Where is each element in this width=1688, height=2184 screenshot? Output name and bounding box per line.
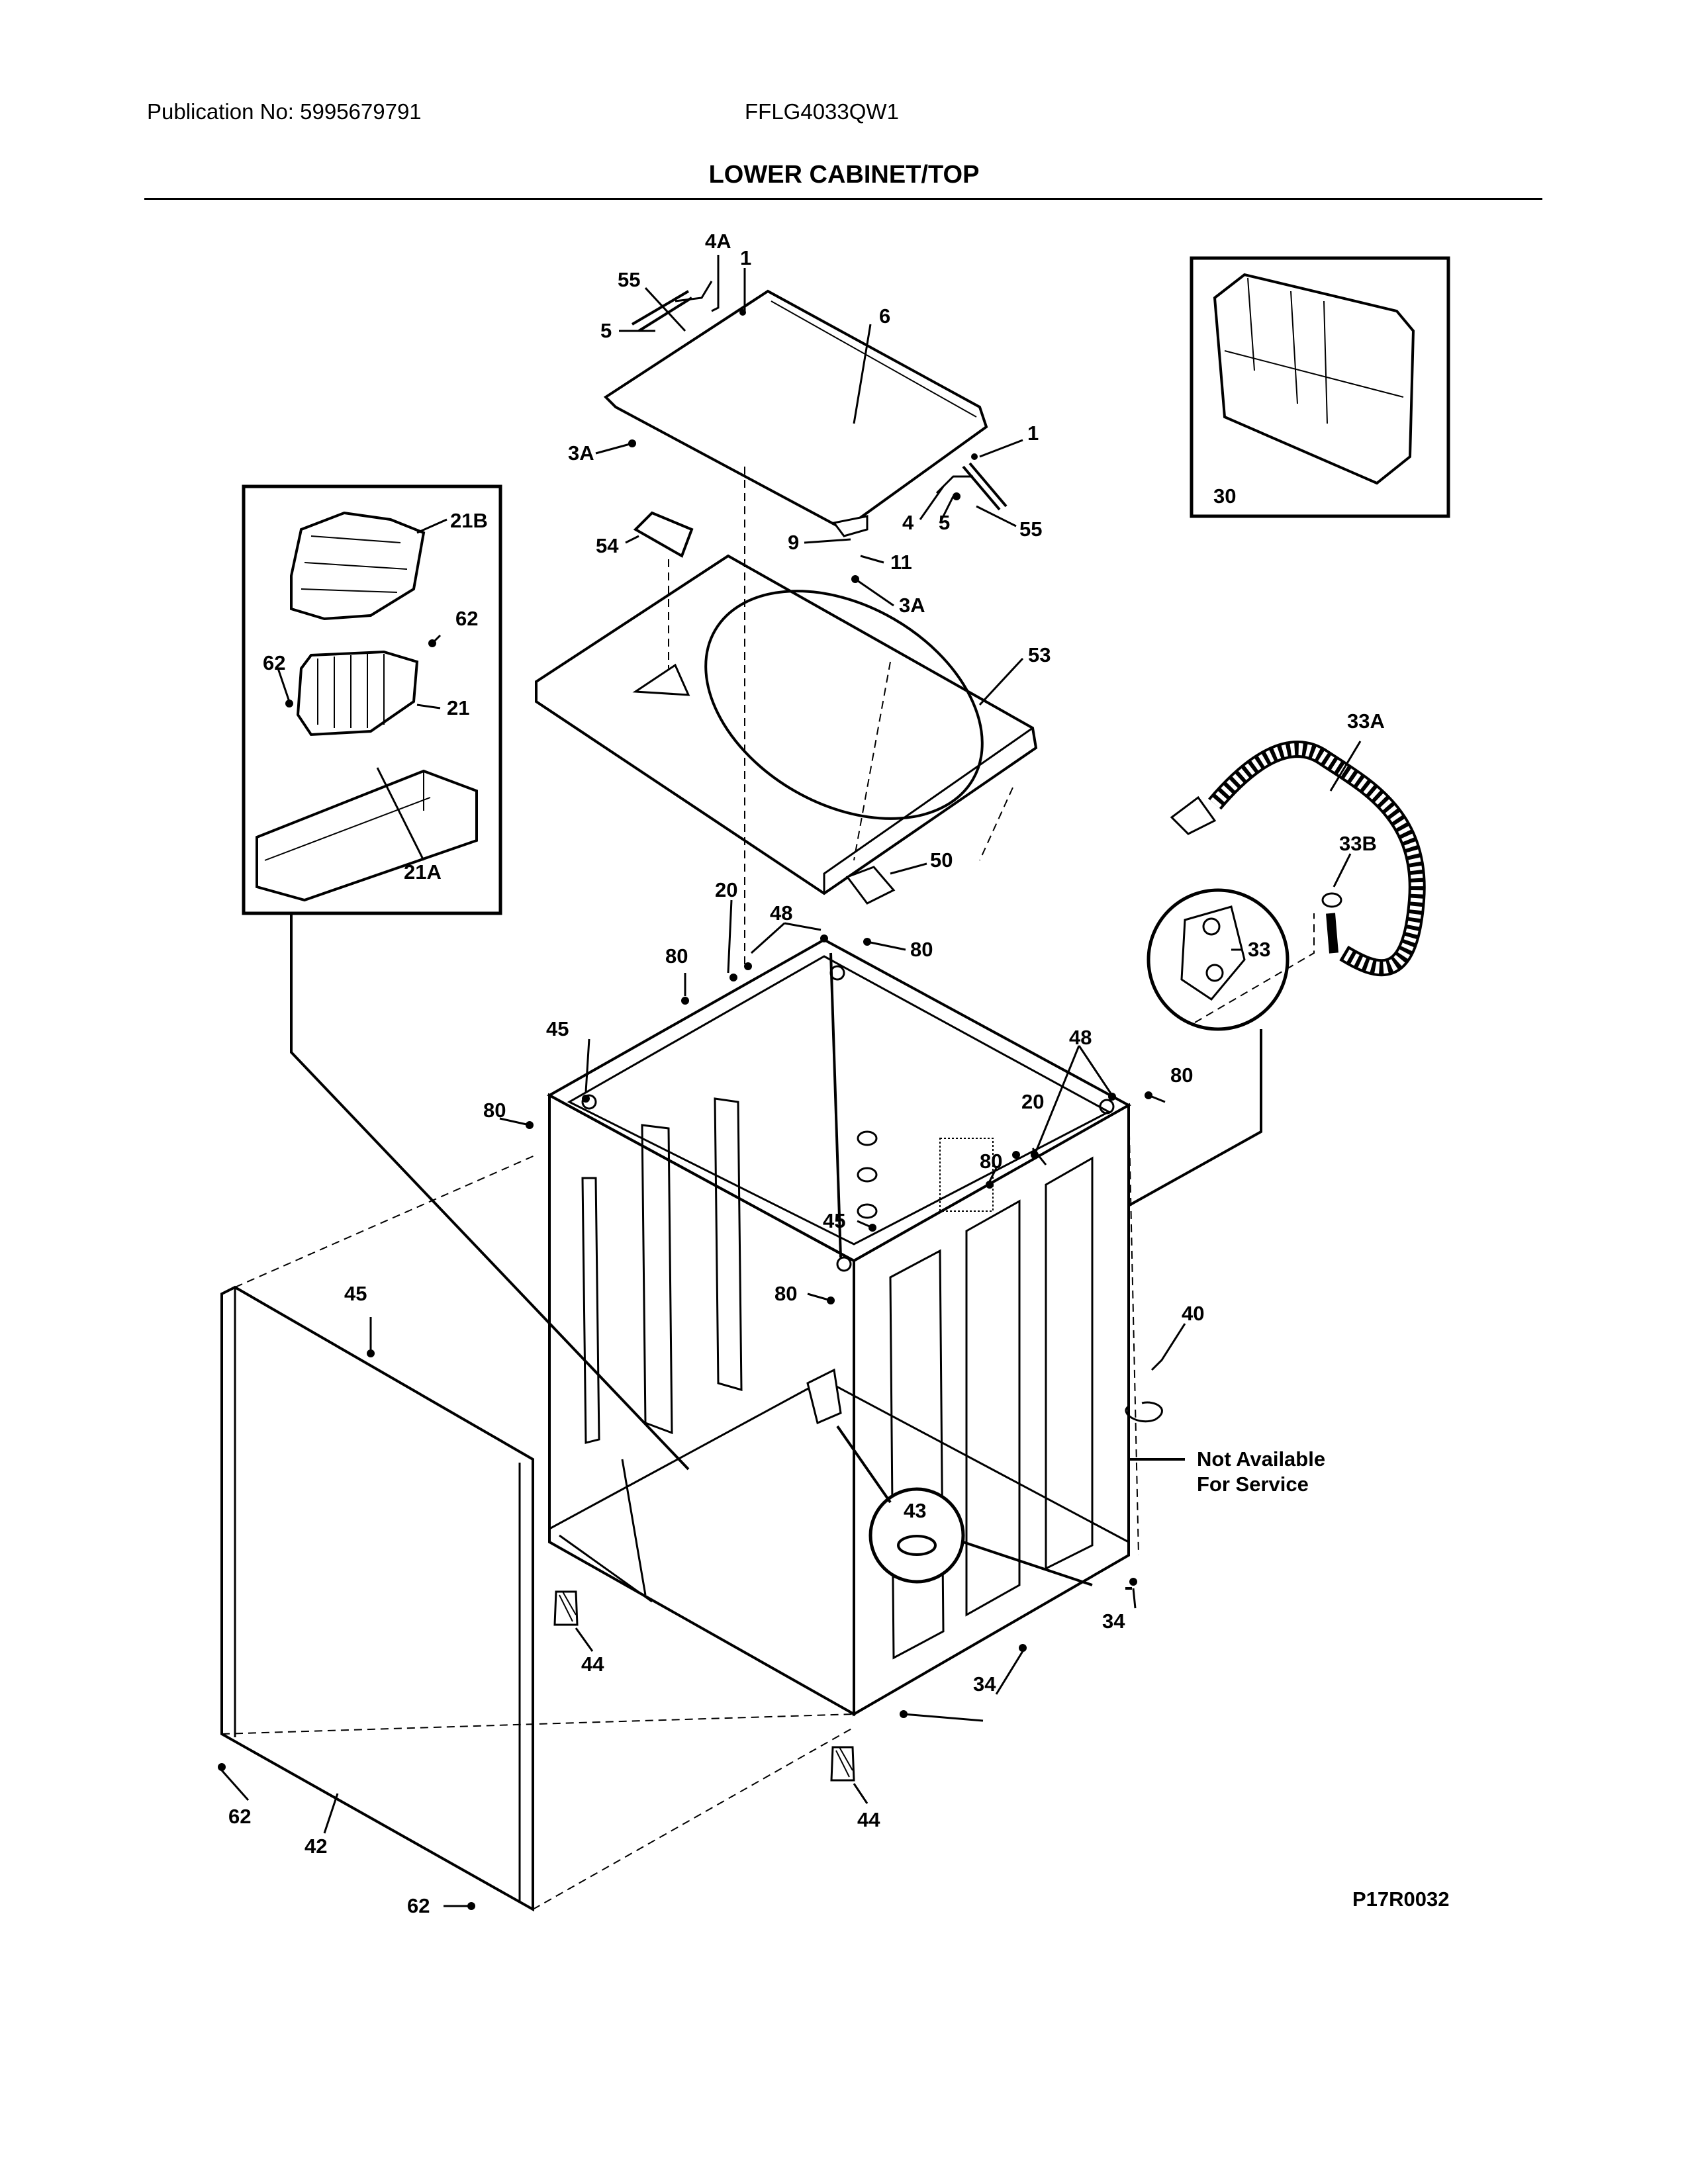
callout-label: 62	[263, 651, 285, 674]
callout-label: 62	[407, 1894, 430, 1917]
callout-label: 21A	[404, 860, 442, 884]
callout-label: 21B	[450, 509, 488, 532]
drain-hose	[1170, 741, 1426, 977]
callout-label: 50	[930, 848, 953, 872]
callout-label: 20	[715, 878, 737, 901]
publication-number: Publication No: 5995679791	[147, 99, 422, 124]
leveling-feet	[553, 1590, 855, 1782]
callout-label: 33B	[1339, 832, 1377, 855]
callout-label: 80	[483, 1099, 506, 1122]
callout-label: 80	[910, 938, 933, 961]
callout-label: For Service	[1197, 1473, 1309, 1496]
callout-label: 45	[823, 1209, 845, 1232]
hose-clip	[1125, 1401, 1163, 1423]
callout-label: 48	[1069, 1026, 1092, 1049]
callout-label: 6	[879, 304, 890, 328]
callout-label: 20	[1021, 1090, 1044, 1113]
page-title: LOWER CABINET/TOP	[708, 161, 980, 189]
callout-labels: 4A 1 55 5 6 3A 1 4 5 55 9 11 3A 54 53 21…	[228, 230, 1450, 1917]
callout-label: 44	[581, 1653, 604, 1676]
callout-label: 3A	[568, 441, 594, 465]
inset-box-control-board	[242, 484, 502, 915]
callout-label: 45	[344, 1282, 367, 1305]
callout-label: 4	[902, 511, 914, 534]
callout-label: 5	[600, 319, 612, 342]
callout-label: Not Available	[1197, 1447, 1325, 1471]
figure-code: P17R0032	[1352, 1888, 1450, 1911]
callout-label: 30	[1213, 484, 1236, 508]
front-panel	[220, 1285, 534, 1912]
callout-label: 11	[890, 551, 912, 574]
cabinet-frame	[546, 938, 1132, 1717]
callout-label: 80	[774, 1282, 797, 1305]
callout-label: 55	[1019, 518, 1042, 541]
inset-box-console	[1190, 256, 1450, 518]
callout-label: 40	[1182, 1302, 1204, 1325]
callout-label: 1	[740, 246, 751, 269]
callout-label: 45	[546, 1017, 569, 1040]
leader-lines	[290, 913, 1185, 1590]
callout-label: 4A	[705, 230, 731, 253]
callout-label: 1	[1027, 422, 1039, 445]
assembly-dashed-lines	[221, 467, 1139, 1910]
lid-assembly	[603, 281, 1008, 583]
callout-label: 53	[1028, 643, 1051, 666]
callout-label: 48	[770, 901, 792, 925]
callout-label: 44	[857, 1808, 880, 1831]
callout-label: 55	[618, 268, 640, 291]
callout-label: 33	[1248, 938, 1270, 961]
callout-arrows	[220, 255, 1362, 1907]
model-number: FFLG4033QW1	[745, 99, 899, 124]
callout-label: 34	[973, 1672, 996, 1696]
callout-label: 5	[939, 511, 950, 534]
leveling-foot-detail-circle	[836, 1425, 1093, 1586]
callout-label: 3A	[899, 594, 925, 617]
callout-label: 54	[596, 534, 619, 557]
callout-label: 80	[1170, 1064, 1193, 1087]
callout-label: 80	[980, 1150, 1002, 1173]
callout-label: 62	[228, 1805, 251, 1828]
title-rule	[144, 198, 1542, 200]
callout-label: 43	[904, 1499, 926, 1522]
callout-label: 62	[455, 607, 478, 630]
callout-label: 9	[788, 531, 799, 554]
callout-label: 42	[305, 1835, 327, 1858]
callout-label: 33A	[1347, 709, 1385, 733]
top-panel	[535, 511, 1038, 905]
valve-detail-circle	[1118, 888, 1315, 1212]
callout-label: 21	[447, 696, 469, 719]
callout-label: 34	[1102, 1610, 1125, 1633]
hardware-screws	[218, 934, 1152, 1910]
callout-label: 80	[665, 944, 688, 968]
